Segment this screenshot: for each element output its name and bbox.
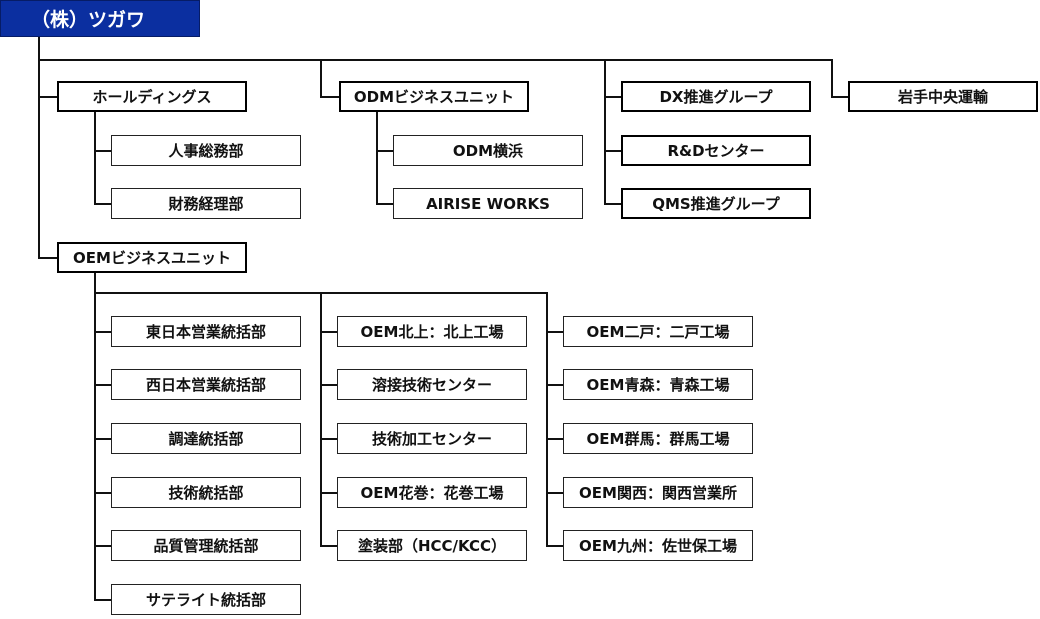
connector-line bbox=[94, 150, 112, 152]
oem-col3-box: OEM二戸：二戸工場 bbox=[563, 316, 753, 347]
connector-line bbox=[94, 545, 112, 547]
connector-line bbox=[320, 384, 338, 386]
odm-unit-box: ODMビジネスユニット bbox=[339, 81, 529, 112]
connector-line bbox=[604, 203, 622, 205]
connector-line bbox=[320, 545, 338, 547]
odm-yokohama-box: ODM横浜 bbox=[393, 135, 583, 166]
dx-group-box: DX推進グループ bbox=[621, 81, 811, 112]
iwate-transport-box: 岩手中央運輸 bbox=[848, 81, 1038, 112]
connector-line bbox=[604, 59, 606, 205]
oem-col1-box: サテライト統括部 bbox=[111, 584, 301, 615]
oem-col2-box: 技術加工センター bbox=[337, 423, 527, 454]
connector-line bbox=[320, 331, 338, 333]
oem-col2-box: 塗装部（HCC/KCC） bbox=[337, 530, 527, 561]
connector-line bbox=[320, 96, 340, 98]
airise-works-box: AIRISE WORKS bbox=[393, 188, 583, 219]
connector-line bbox=[546, 438, 564, 440]
oem-col1-box: 技術統括部 bbox=[111, 477, 301, 508]
connector-line bbox=[38, 37, 40, 259]
connector-line bbox=[38, 59, 833, 61]
connector-line bbox=[546, 331, 564, 333]
connector-line bbox=[94, 112, 96, 204]
connector-line bbox=[94, 492, 112, 494]
oem-col3-box: OEM群馬：群馬工場 bbox=[563, 423, 753, 454]
holdings-box: ホールディングス bbox=[57, 81, 247, 112]
finance-accounting-box: 財務経理部 bbox=[111, 188, 301, 219]
oem-col2-box: 溶接技術センター bbox=[337, 369, 527, 400]
oem-col1-box: 調達統括部 bbox=[111, 423, 301, 454]
connector-line bbox=[94, 331, 112, 333]
connector-line bbox=[320, 59, 322, 98]
connector-line bbox=[94, 384, 112, 386]
connector-line bbox=[38, 96, 58, 98]
oem-col1-box: 西日本営業統括部 bbox=[111, 369, 301, 400]
oem-col3-box: OEM九州：佐世保工場 bbox=[563, 530, 753, 561]
oem-unit-box: OEMビジネスユニット bbox=[57, 242, 247, 273]
connector-line bbox=[38, 257, 58, 259]
connector-line bbox=[546, 492, 564, 494]
connector-line bbox=[94, 203, 112, 205]
oem-col2-box: OEM北上：北上工場 bbox=[337, 316, 527, 347]
connector-line bbox=[546, 384, 564, 386]
rd-center-box: R&Dセンター bbox=[621, 135, 811, 166]
connector-line bbox=[94, 273, 96, 600]
connector-line bbox=[320, 292, 322, 547]
connector-line bbox=[831, 96, 849, 98]
connector-line bbox=[604, 150, 622, 152]
connector-line bbox=[604, 96, 622, 98]
oem-col2-box: OEM花巻：花巻工場 bbox=[337, 477, 527, 508]
oem-col3-box: OEM青森：青森工場 bbox=[563, 369, 753, 400]
oem-col1-box: 東日本営業統括部 bbox=[111, 316, 301, 347]
oem-col3-box: OEM関西：関西営業所 bbox=[563, 477, 753, 508]
oem-col1-box: 品質管理統括部 bbox=[111, 530, 301, 561]
connector-line bbox=[831, 59, 833, 98]
connector-line bbox=[94, 599, 112, 601]
connector-line bbox=[94, 438, 112, 440]
connector-line bbox=[546, 292, 548, 547]
connector-line bbox=[376, 112, 378, 204]
connector-line bbox=[376, 150, 394, 152]
company-root-box: （株）ツガワ bbox=[0, 0, 200, 37]
qms-group-box: QMS推進グループ bbox=[621, 188, 811, 219]
connector-line bbox=[546, 545, 564, 547]
connector-line bbox=[376, 203, 394, 205]
connector-line bbox=[320, 438, 338, 440]
connector-line bbox=[320, 492, 338, 494]
hr-general-affairs-box: 人事総務部 bbox=[111, 135, 301, 166]
